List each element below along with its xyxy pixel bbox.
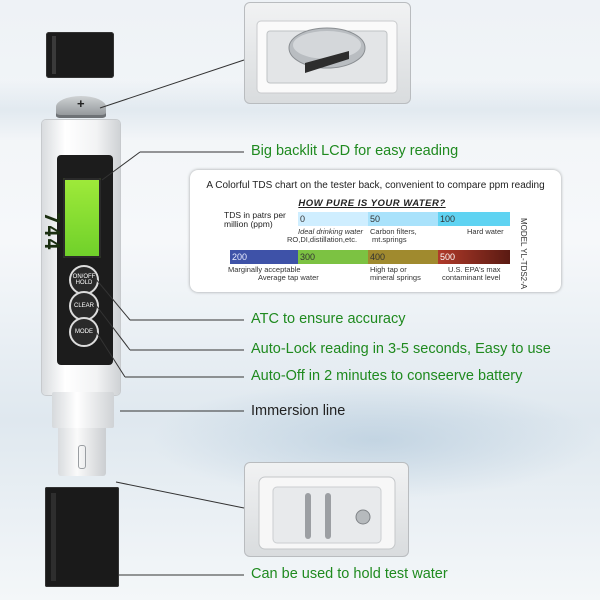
probe-cap	[45, 487, 119, 587]
battery: +	[56, 96, 106, 122]
chart-title: A Colorful TDS chart on the tester back,…	[206, 180, 545, 191]
tds-segment-400: 400	[368, 250, 438, 264]
clear-button[interactable]: CLEAR	[69, 291, 99, 321]
note-hard: Hard water	[467, 227, 504, 236]
tds-segment-100: 100	[438, 212, 510, 226]
mode-button[interactable]: MODE	[69, 317, 99, 347]
tds-segment-500: 500	[438, 250, 510, 264]
battery-closeup-inset	[244, 2, 411, 104]
label-autolock: Auto-Lock reading in 3-5 seconds, Easy t…	[251, 341, 551, 357]
tds-segment-50: 50	[368, 212, 438, 226]
label-atc: ATC to ensure accuracy	[251, 311, 406, 327]
battery-plus-symbol: +	[77, 96, 85, 111]
note-marginal: Marginally acceptable	[228, 265, 301, 274]
label-autooff: Auto-Off in 2 minutes to conseerve batte…	[251, 368, 523, 384]
tester-cap	[46, 32, 114, 78]
note-springs: mt.springs	[372, 235, 407, 244]
note-ideal: Ideal drinking water	[298, 227, 364, 236]
tester-neck	[52, 392, 114, 428]
tds-chart-card: A Colorful TDS chart on the tester back,…	[190, 170, 561, 292]
label-hold-water: Can be used to hold test water	[251, 566, 448, 582]
note-carbon: Carbon filters,	[370, 227, 417, 236]
model-number: MODEL YL-TDS2-A	[519, 218, 528, 290]
cap-closeup-illustration	[258, 476, 396, 550]
label-immersion: Immersion line	[251, 403, 346, 419]
chart-row-label: TDS in patrs per million (ppm)	[224, 210, 286, 229]
note-average: Average tap water	[258, 273, 319, 282]
lcd-screen	[63, 178, 101, 258]
note-contaminant: contaminant level	[442, 273, 501, 282]
tds-segment-200: 200	[230, 250, 298, 264]
note-epa: U.S. EPA's max	[448, 265, 501, 274]
tds-segment-300: 300	[298, 250, 368, 264]
note-mineral: mineral springs	[370, 273, 421, 282]
note-high-tap: High tap or	[370, 265, 407, 274]
probe-slot	[78, 445, 86, 469]
label-lcd: Big backlit LCD for easy reading	[251, 143, 459, 159]
cap-closeup-inset	[244, 462, 409, 557]
note-ro: RO,DI,distillation,etc.	[287, 235, 358, 244]
chart-question: HOW PURE IS YOUR WATER?	[298, 198, 446, 209]
battery-closeup-illustration	[256, 20, 398, 94]
tds-segment-0: 0	[298, 212, 368, 226]
battery-cell	[56, 96, 106, 118]
